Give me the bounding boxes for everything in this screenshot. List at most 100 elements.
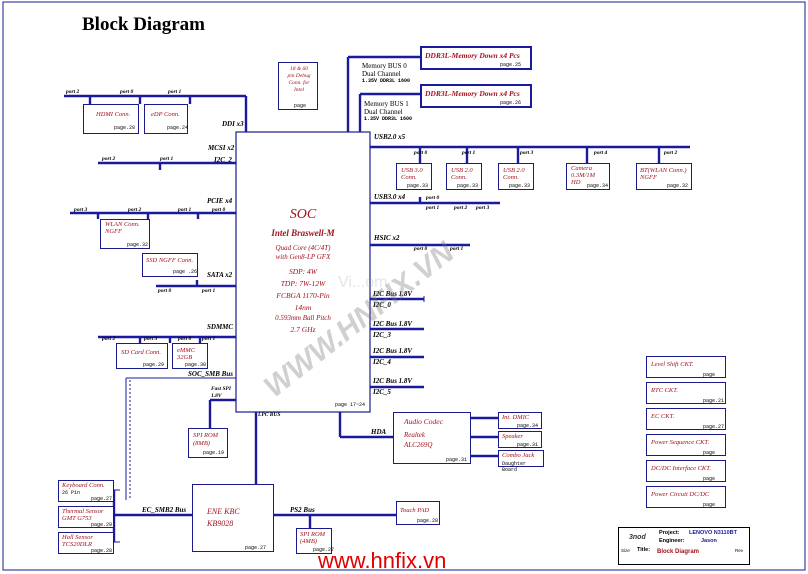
usb20b-page: page.33 [509, 183, 531, 189]
sdmmc-port1: port 1 [202, 336, 216, 342]
debug-connector: 18 & 60 pin Debug Conn. for Intel page [278, 62, 318, 110]
bus-i2c3: I2C Bus 1.8V [373, 320, 413, 328]
page-title: Block Diagram [82, 14, 205, 35]
ene-kbc: ENE KBC KB9028 page.27 [192, 484, 274, 552]
sd-card-connector: SD Card Conn. page.29 [116, 343, 168, 369]
tb-project-value: LENOVO N3110BT [689, 530, 737, 536]
level-shift-ckt: Level Shift CKT. page [646, 356, 726, 378]
debug-l2: pin Debug [287, 73, 311, 79]
soc-title: SOC [289, 207, 317, 222]
power-sequence-ckt: Power Sequence CKT. page [646, 434, 726, 456]
membus0-v: 1.35V DDR3L 1600 [362, 78, 411, 84]
bus-ps2: PS2 Bus [290, 506, 315, 514]
int-dmic: Int. DMIC page.34 [498, 412, 542, 429]
soc-freq: 2.7 GHz [290, 325, 316, 334]
wlan-l1: WLAN Conn. [105, 221, 140, 228]
right5-label: Power Circuit DC/DC [651, 491, 710, 498]
tb-logo: 3nod [629, 534, 646, 541]
sdmmc-port0: port 0 [178, 336, 192, 342]
spirom2-l1: SPI ROM [300, 531, 326, 538]
hall-l1: Hall Sensor [62, 534, 93, 541]
wlan-l2: NGFF [105, 228, 122, 235]
soc-node: 14nm [294, 303, 312, 312]
sata-port1: port 1 [202, 288, 216, 294]
audio-page: page.31 [446, 457, 468, 463]
thermal-l2: GMT G753 [62, 515, 92, 522]
bus-ec-smb2: EC_SMB2 Bus [142, 506, 187, 514]
emmc-l2: 32GB [177, 354, 193, 361]
tb-engineer-key: Engineer: [659, 538, 685, 544]
debug-l1: 18 & 60 [289, 66, 309, 72]
membus0-ch: Dual Channel [362, 70, 401, 78]
hdmi-label: HDMI Conn. [96, 111, 131, 118]
bt-l2: NGFF [640, 174, 657, 181]
bus-hda: HDA [371, 428, 387, 436]
watermark-faint: Vi...om [338, 274, 388, 291]
bus-hsic: HSIC x2 [374, 234, 400, 242]
hdmi-connector: HDMI Conn. page.28 [83, 104, 139, 134]
usb30-l2: Conn. [401, 174, 417, 181]
edp-connector: eDP Conn. page.24 [144, 104, 188, 134]
usb20b-l2: Conn. [503, 174, 519, 181]
touchpad-page: page.28 [417, 518, 439, 524]
mcsi-port1: port 1 [160, 156, 174, 162]
right5-page: page [703, 502, 716, 508]
ddi-port0: port 0 [120, 89, 134, 95]
usb20a-page: page.33 [457, 183, 479, 189]
audio-l3: ALC269Q [404, 441, 433, 449]
usb20-connector-b: USB 2.0 Conn. page.33 [498, 163, 534, 190]
hsic-port0: port 0 [414, 246, 428, 252]
bt-page: page.32 [667, 183, 689, 189]
soc-package: FCBGA 1170-Pin [276, 291, 330, 300]
spi-rom-4mb: SPI ROM (4MB) page.27 [296, 528, 334, 554]
power-circuit-dcdc: Power Circuit DC/DC page [646, 486, 726, 508]
wlan-connector: WLAN Conn. NGFF page.32 [100, 219, 150, 249]
usb2-port2: port 2 [664, 150, 678, 156]
kbc-page: page.27 [245, 545, 267, 551]
usb30-connector: USB 3.0 Conn. page.33 [396, 163, 432, 190]
debug-l4: Intel [293, 87, 305, 93]
right2-page: page.27 [703, 424, 725, 430]
bus-sdmmc: SDMMC [207, 323, 234, 331]
ssd-page: page .26 [173, 269, 198, 275]
ddr3l-memory-1: DDR3L-Memory Down x4 Pcs page.26 [420, 84, 532, 108]
thermal-sensor: Thermal Sensor GMT G753 page.29 [58, 506, 114, 528]
ssd-connector: SSD NGFF Conn. page .26 [142, 253, 198, 277]
bus-sata: SATA x2 [207, 271, 233, 279]
bus-mcsi: MCSI x2 [208, 144, 235, 152]
bus-i2c2: I2C_2 [214, 156, 232, 164]
sdmmc-port2: port 2 [102, 336, 116, 342]
emmc-l1: eMMC [177, 347, 196, 354]
camera-l3: HD [571, 179, 581, 186]
usb2-port4: port 4 [594, 150, 608, 156]
right0-label: Level Shift CKT. [651, 361, 694, 368]
camera-module: Camera 0.3M/1M HD page.34 [566, 163, 610, 190]
hall-page: page.28 [91, 548, 113, 554]
spi-rom-8mb: SPI ROM (8MB) page.19 [188, 428, 228, 458]
speaker-page: page.31 [517, 442, 539, 448]
combo-jack: Combo Jack Daughter Board [498, 450, 544, 473]
rtc-ckt: RTC CKT. page.21 [646, 382, 726, 404]
bus-usb3: USB3.0 x4 [374, 193, 406, 201]
usb3-port2: port 2 [454, 205, 468, 211]
tb-title-key: Title: [637, 547, 651, 553]
usb20a-l2: Conn. [451, 174, 467, 181]
bus-pcie: PCIE x4 [207, 197, 233, 205]
usb20b-l1: USB 2.0 [503, 167, 525, 174]
usb20-connector-a: USB 2.0 Conn. page.33 [446, 163, 482, 190]
bus-i2c5-name: I2C_5 [373, 388, 391, 396]
bus-i2c0-name: I2C_0 [373, 301, 391, 309]
usb3-port1: port 1 [426, 205, 440, 211]
bus-i2c5: I2C Bus 1.8V [373, 377, 413, 385]
keyboard-l1: Keyboard Conn. [62, 482, 105, 489]
debug-l3: Conn. for [288, 80, 310, 86]
website-url[interactable]: www.hnfix.vn [318, 548, 447, 573]
combo-label: Combo Jack [502, 452, 535, 459]
right2-label: EC CKT. [651, 413, 675, 420]
soc-tdp: TDP: 7W-12W [280, 279, 326, 288]
spirom1-l1: SPI ROM [193, 432, 219, 439]
spirom1-l2: (8MB) [193, 440, 210, 447]
camera-l2: 0.3M/1M [571, 172, 596, 179]
